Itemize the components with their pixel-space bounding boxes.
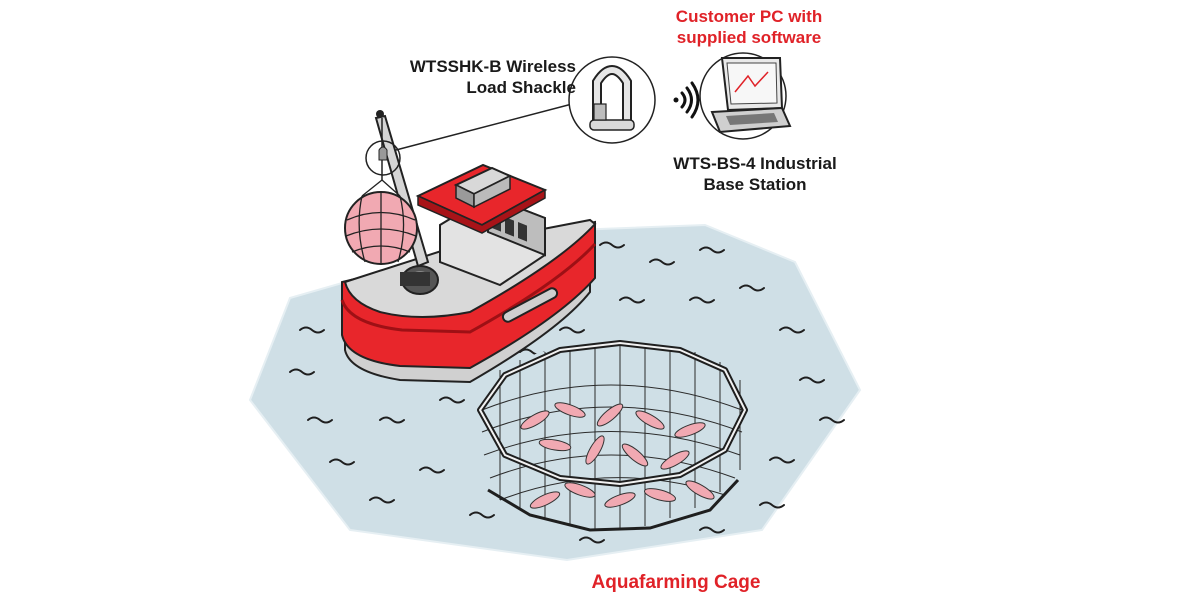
customer-pc-label-line-2: supplied software (676, 28, 822, 47)
shackle-label-line-1: WTSSHK-B Wireless (409, 57, 576, 76)
cage-label: Aquafarming Cage (591, 572, 761, 593)
base-station-label-line-1: WTS-BS-4 Industrial (673, 154, 837, 173)
cage-fish (520, 402, 715, 509)
wireless-signal-icon (673, 81, 700, 119)
boat (340, 110, 597, 384)
aquafarming-cage (477, 340, 748, 532)
shackle-callout-line (395, 103, 573, 151)
fish-net-bag (344, 179, 418, 265)
shackle-label-line-2: Load Shackle (466, 78, 576, 97)
shackle-label: WTSSHK-B Wireless Load Shackle (398, 56, 576, 98)
customer-pc-label: Customer PC with supplied software (654, 6, 844, 48)
boat-cabin (415, 163, 548, 287)
customer-pc-label-line-1: Customer PC with (675, 7, 823, 26)
base-station-label: WTS-BS-4 Industrial Base Station (660, 153, 850, 195)
laptop-icon (699, 52, 792, 140)
water-waves (289, 241, 845, 544)
winch (400, 265, 439, 295)
load-shackle-icon (568, 56, 656, 144)
base-station-label-line-2: Base Station (703, 175, 807, 194)
